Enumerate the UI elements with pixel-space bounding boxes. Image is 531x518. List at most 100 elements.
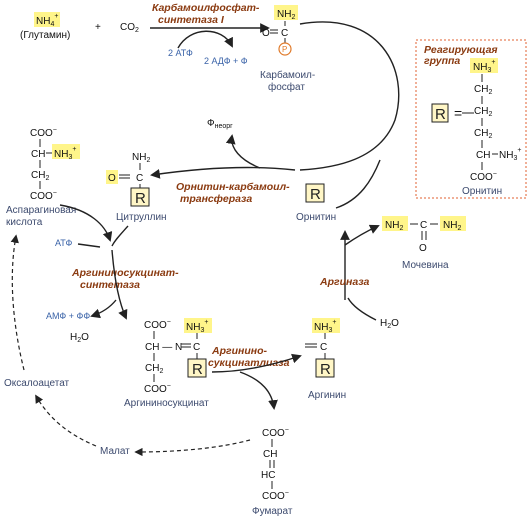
enzyme-cps1-line2: синтетаза I bbox=[158, 14, 225, 26]
arrow-cit-to-ass bbox=[111, 225, 129, 247]
asp-nh3: NH bbox=[54, 149, 68, 160]
svg-text:NH3+: NH3+ bbox=[473, 59, 495, 74]
arrow-otc bbox=[150, 166, 296, 179]
arginase-h2o: H bbox=[380, 318, 387, 329]
carbamoyl-phosphate-structure: NH2 C O P bbox=[262, 5, 298, 56]
cit-carbon: C bbox=[136, 173, 143, 184]
arrow-asl bbox=[211, 353, 302, 373]
urea-nh2-left-highlight bbox=[382, 216, 408, 231]
citrulline-name: Цитруллин bbox=[116, 212, 167, 223]
ammonium-sup: + bbox=[54, 13, 58, 20]
co2-label: CO2 bbox=[120, 22, 139, 34]
pi-text: Ф bbox=[207, 118, 215, 129]
urea-nh2-left: NH bbox=[385, 220, 399, 231]
asp-coo-top: COO bbox=[30, 128, 53, 139]
ass-amp: АМФ + ФФ bbox=[46, 311, 90, 321]
legend-ornithine-name: Орнитин bbox=[462, 186, 502, 197]
cit-r-box bbox=[130, 187, 150, 207]
cp-oxygen: O bbox=[262, 28, 270, 39]
ammonium-sub: 4 bbox=[50, 21, 54, 28]
asp-nh3-sup: + bbox=[72, 146, 76, 153]
ass-h2o: H bbox=[70, 332, 77, 343]
arrow-pi bbox=[225, 134, 261, 169]
svg-text:H2O: H2O bbox=[380, 318, 399, 330]
ass-line2: синтетаза bbox=[80, 279, 140, 291]
cp-nh2: NH bbox=[277, 9, 291, 20]
svg-text:COO−: COO− bbox=[30, 127, 57, 139]
svg-text:CH2: CH2 bbox=[474, 106, 492, 118]
ammonium-highlight bbox=[34, 12, 60, 27]
svg-text:COO−: COO− bbox=[144, 383, 171, 395]
legend-coo: COO bbox=[470, 172, 493, 183]
aspartate-name-1: Аспарагиновая bbox=[6, 205, 76, 216]
legend-r: R bbox=[435, 106, 446, 123]
adp-2-label: 2 АДФ + Ф bbox=[204, 56, 248, 66]
aspartate-structure: COO− CH NH3+ CH2 COO− bbox=[30, 127, 80, 202]
argininosuccinate-structure: COO− CH — N C NH3+ R CH2 COO− bbox=[144, 318, 212, 395]
cit-r: R bbox=[135, 190, 146, 207]
fumarate-structure: COO− CH HC COO− bbox=[261, 427, 289, 502]
pi-sub: неорг bbox=[215, 123, 234, 130]
svg-text:COO−: COO− bbox=[144, 319, 171, 331]
fum-coo-bot-sup: − bbox=[285, 490, 289, 497]
cit-nh2: NH bbox=[132, 152, 146, 163]
arrow-asp-to-ass bbox=[59, 204, 113, 242]
urea-nh2-left-sub: 2 bbox=[399, 225, 403, 232]
co2-text: CO bbox=[120, 22, 135, 33]
asp-ch: CH bbox=[31, 149, 45, 160]
argsucc-nh3-sup: + bbox=[204, 319, 208, 326]
argsucc-nh3-highlight bbox=[184, 318, 212, 333]
svg-text:H2O: H2O bbox=[70, 332, 89, 344]
argininosuccinate-name: Аргининосукцинат bbox=[124, 398, 209, 409]
arg-nh3-highlight bbox=[312, 318, 340, 333]
arrow-h2o-arginase bbox=[347, 297, 377, 321]
arg-nh3-sup: + bbox=[332, 319, 336, 326]
glutamine-label: (Глутамин) bbox=[20, 30, 70, 41]
fum-ch: CH bbox=[263, 449, 277, 460]
svg-text:CH2: CH2 bbox=[31, 170, 49, 182]
legend-title-1: Реагирующая bbox=[424, 44, 498, 56]
arg-r-box bbox=[315, 358, 335, 378]
svg-text:COO−: COO− bbox=[262, 427, 289, 439]
pi-label: Фнеорг bbox=[207, 118, 233, 130]
arrow-atp-adp bbox=[177, 30, 233, 49]
asp-coo-top-sup: − bbox=[53, 127, 57, 134]
ass-line1: Аргининосукцинат- bbox=[71, 267, 179, 279]
arg-nh3-sub: 3 bbox=[328, 327, 332, 334]
asp-ch2: CH bbox=[31, 170, 45, 181]
arrow-oxaloacetate-aspartate bbox=[10, 234, 25, 371]
co2-sub: 2 bbox=[135, 27, 139, 34]
carbamoyl-phosphate-name-2: фосфат bbox=[268, 81, 305, 93]
legend-nh3-sub: 3 bbox=[487, 67, 491, 74]
argsucc-r: R bbox=[192, 361, 203, 378]
urea-nh2-right-highlight bbox=[440, 216, 466, 231]
arg-r: R bbox=[320, 361, 331, 378]
svg-text:NH3+: NH3+ bbox=[499, 147, 521, 162]
plus-sign: + bbox=[95, 22, 101, 33]
cit-o-highlight bbox=[106, 170, 118, 184]
arginase-label: Аргиназа bbox=[319, 276, 370, 288]
argsucc-coo-bot: COO bbox=[144, 384, 167, 395]
legend-ch2-a: CH bbox=[474, 84, 488, 95]
argsucc-coo-top: COO bbox=[144, 320, 167, 331]
argsucc-coo-bot-sup: − bbox=[167, 383, 171, 390]
ass-h2o-sub: 2 bbox=[77, 337, 81, 344]
cp-nh2-sub: 2 bbox=[291, 14, 295, 21]
urea-nh2-right-sub: 2 bbox=[457, 225, 461, 232]
legend-box bbox=[415, 39, 527, 199]
phosphate-circle bbox=[278, 42, 292, 56]
arginine-structure: NH3+ C R bbox=[305, 318, 340, 378]
legend-nh3b: NH bbox=[499, 150, 513, 161]
asp-nh3-sub: 3 bbox=[68, 154, 72, 161]
legend-ch2-a-sub: 2 bbox=[488, 89, 492, 96]
svg-text:NH3+: NH3+ bbox=[54, 146, 76, 161]
argsucc-coo-top-sup: − bbox=[167, 319, 171, 326]
malate-name: Малат bbox=[100, 446, 130, 457]
svg-text:NH2: NH2 bbox=[443, 220, 461, 232]
svg-text:NH2: NH2 bbox=[132, 152, 150, 164]
arrow-fumarate-malate bbox=[134, 439, 251, 457]
svg-text:NH2: NH2 bbox=[385, 220, 403, 232]
svg-text:NH3+: NH3+ bbox=[186, 319, 208, 334]
svg-text:CH2: CH2 bbox=[474, 128, 492, 140]
legend-coo-sup: − bbox=[493, 171, 497, 178]
